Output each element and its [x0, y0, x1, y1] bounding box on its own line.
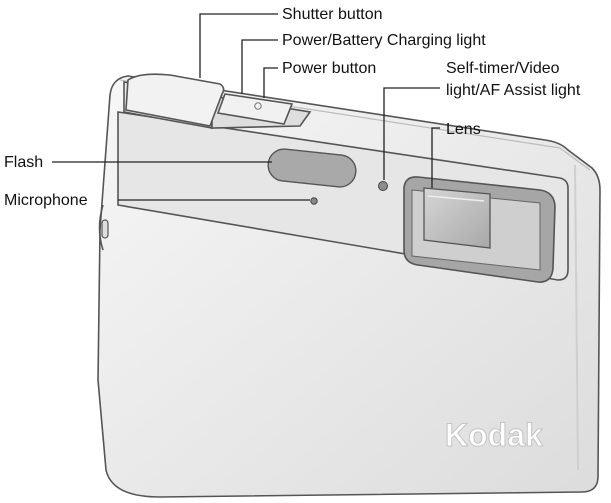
- power-icon: [254, 102, 262, 110]
- label-lens: Lens: [446, 121, 481, 138]
- callout-labels: Shutter button Power/Battery Charging li…: [4, 6, 581, 209]
- power-button[interactable]: [216, 93, 294, 125]
- lens-assembly: [403, 176, 556, 283]
- label-power-button: Power button: [282, 60, 376, 77]
- label-microphone: Microphone: [4, 192, 88, 209]
- shutter-leader: [199, 13, 278, 78]
- microphone-hole: [310, 197, 318, 205]
- leader-lines: [52, 13, 440, 201]
- lens-leader: [431, 127, 440, 188]
- lens-glass: [423, 187, 491, 249]
- self-timer-leader: [383, 87, 440, 180]
- label-power-battery-light: Power/Battery Charging light: [282, 32, 486, 49]
- self-timer-light: [378, 181, 388, 191]
- shutter-button[interactable]: [125, 73, 225, 127]
- label-flash: Flash: [4, 154, 43, 171]
- kodak-logo: Kodak: [445, 417, 543, 453]
- label-self-timer-line2: light/AF Assist light: [446, 82, 581, 99]
- label-shutter-button: Shutter button: [282, 6, 383, 23]
- power-light-leader: [241, 39, 278, 94]
- label-self-timer-line1: Self-timer/Video: [446, 60, 560, 77]
- power-button-leader: [263, 67, 278, 98]
- flash-window: [267, 148, 357, 188]
